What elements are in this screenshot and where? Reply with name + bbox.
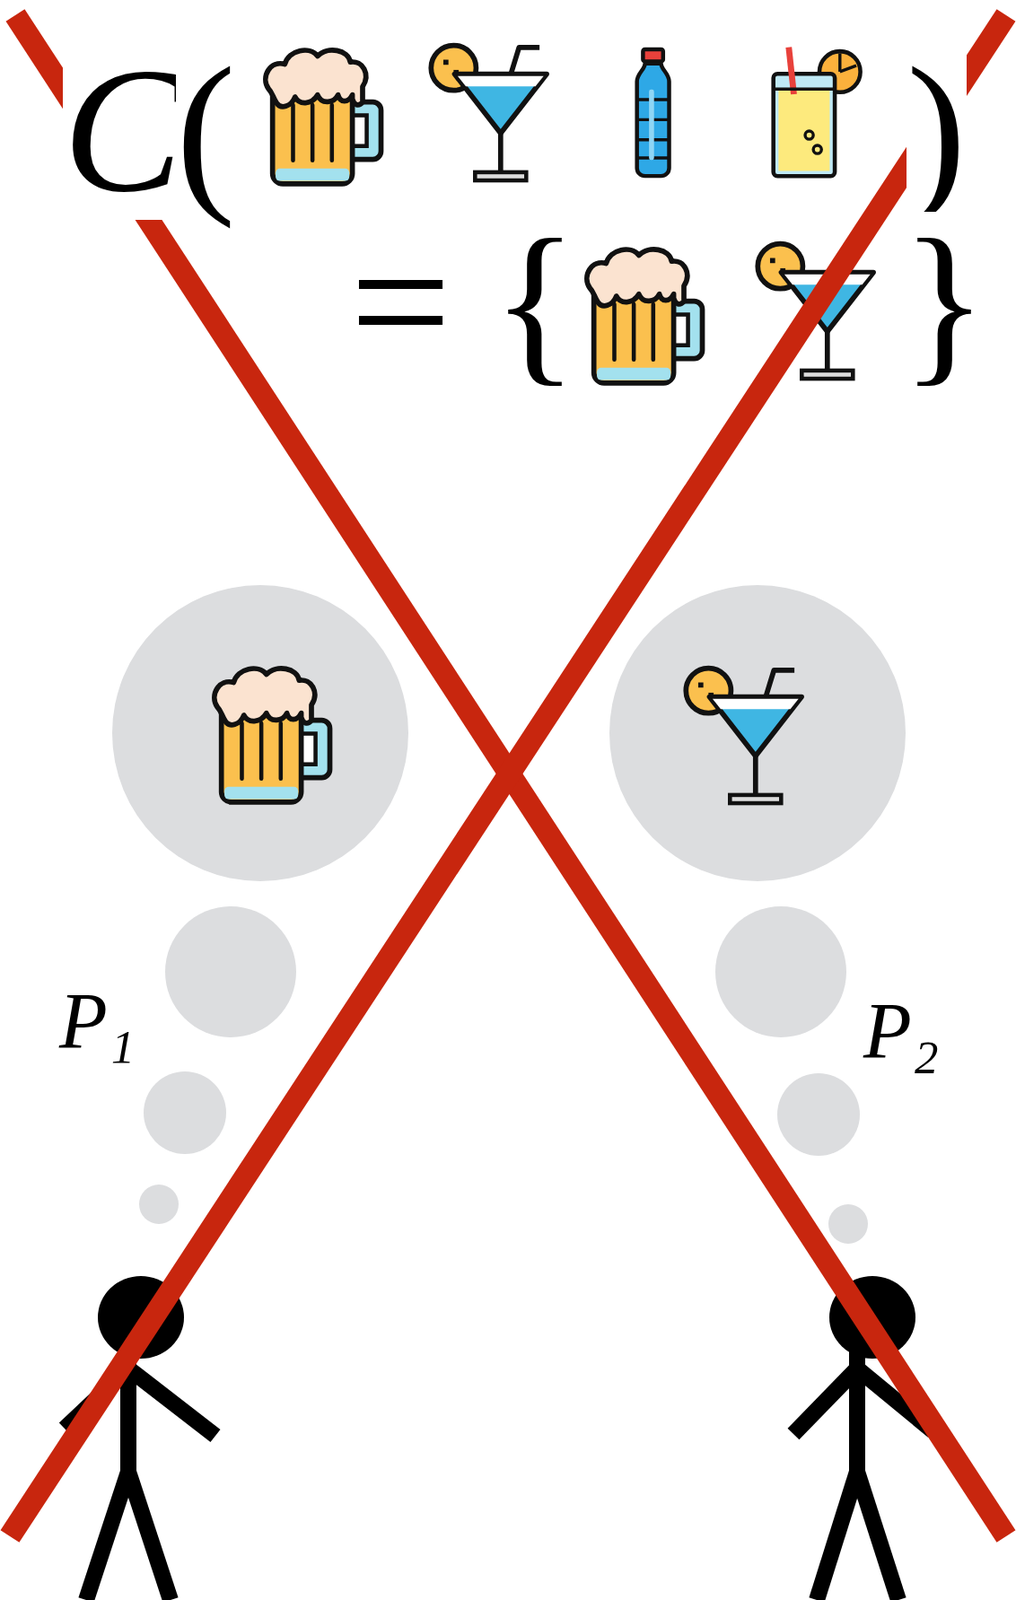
equals-sign: = [350, 211, 452, 392]
parenthesis: ) [906, 40, 967, 220]
person-label: P₁ [59, 981, 135, 1061]
water-bottle-icon [637, 49, 670, 176]
cocktail-icon [685, 668, 802, 804]
thought-dot [828, 1204, 868, 1244]
brace: } [901, 211, 988, 392]
person-label: P₂ [863, 991, 939, 1071]
beer-icon [214, 668, 331, 803]
thought-bubble [112, 585, 409, 882]
thought-dot [165, 906, 297, 1038]
cross-out-line [9, 15, 1007, 1537]
cocktail-icon [430, 45, 547, 181]
brace: { [491, 211, 579, 392]
beer-icon [265, 50, 382, 184]
parenthesis: ( [175, 40, 237, 220]
thought-dot [777, 1073, 860, 1157]
function-symbol: C [62, 40, 183, 220]
thought-dot [143, 1071, 227, 1155]
thought-bubble [609, 585, 906, 882]
beer-icon [586, 249, 703, 384]
thought-dot [715, 906, 847, 1038]
thought-dot [139, 1184, 179, 1225]
juice-icon [773, 47, 861, 177]
